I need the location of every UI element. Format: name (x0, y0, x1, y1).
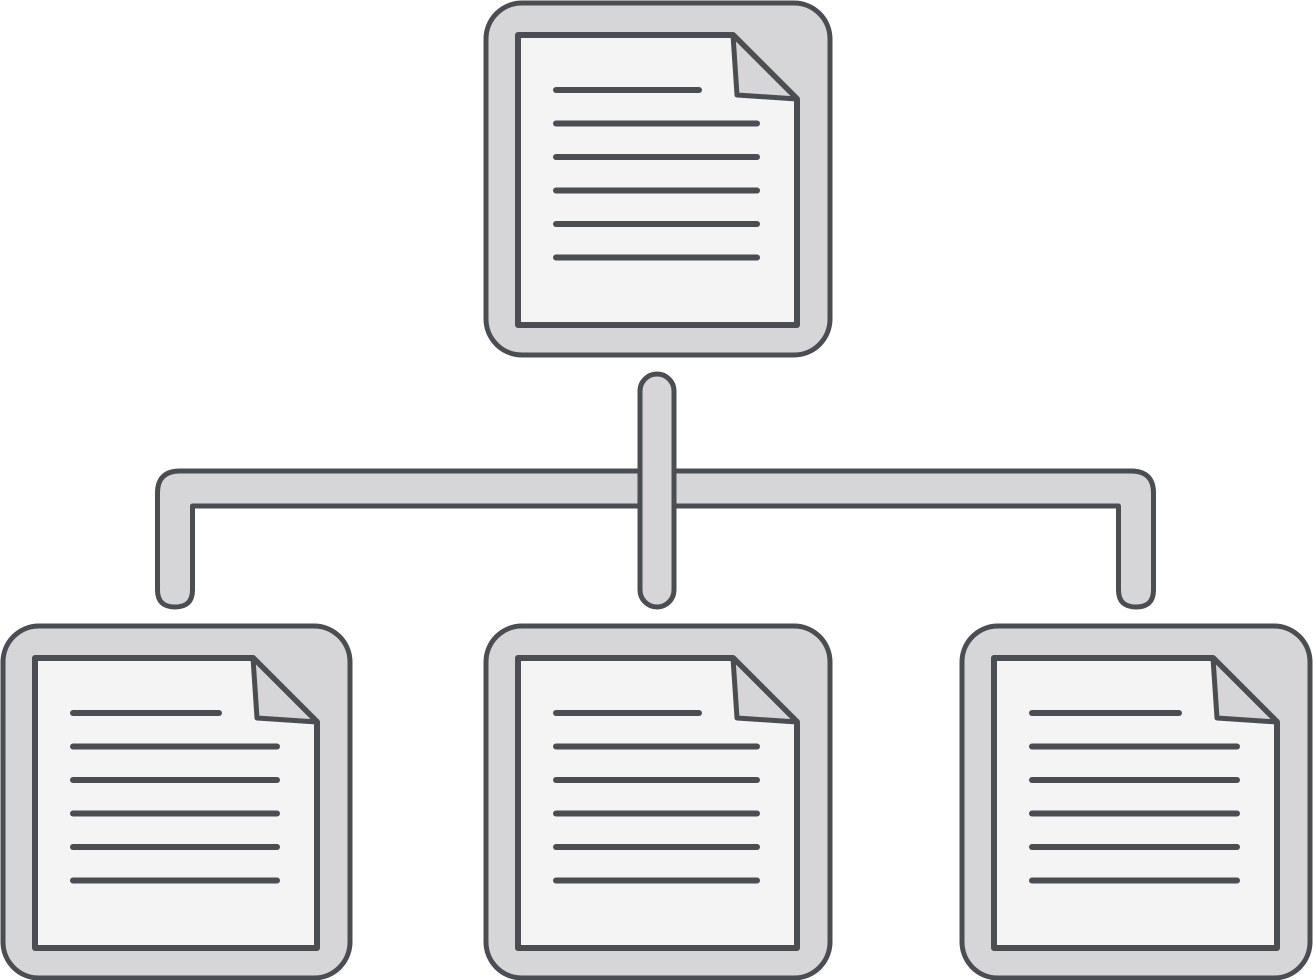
connector-bracket (155, 468, 1156, 610)
page-sheet (515, 655, 800, 951)
page-fold-corner (730, 655, 800, 725)
child-document-left (0, 623, 353, 980)
document-icon (32, 655, 320, 951)
document-icon (991, 655, 1280, 951)
page-fold-corner (250, 655, 320, 725)
child-document-center (483, 623, 833, 980)
page-sheet (515, 32, 800, 328)
hierarchy-connector (155, 371, 1156, 610)
root-document (483, 0, 833, 358)
page-fold-corner (730, 32, 800, 102)
page-sheet (32, 655, 320, 951)
child-document-right (959, 623, 1313, 980)
page-sheet (991, 655, 1280, 951)
page-fold-corner (1210, 655, 1280, 725)
connector-junction (643, 474, 671, 503)
document-icon (515, 655, 800, 951)
document-icon (515, 32, 800, 328)
